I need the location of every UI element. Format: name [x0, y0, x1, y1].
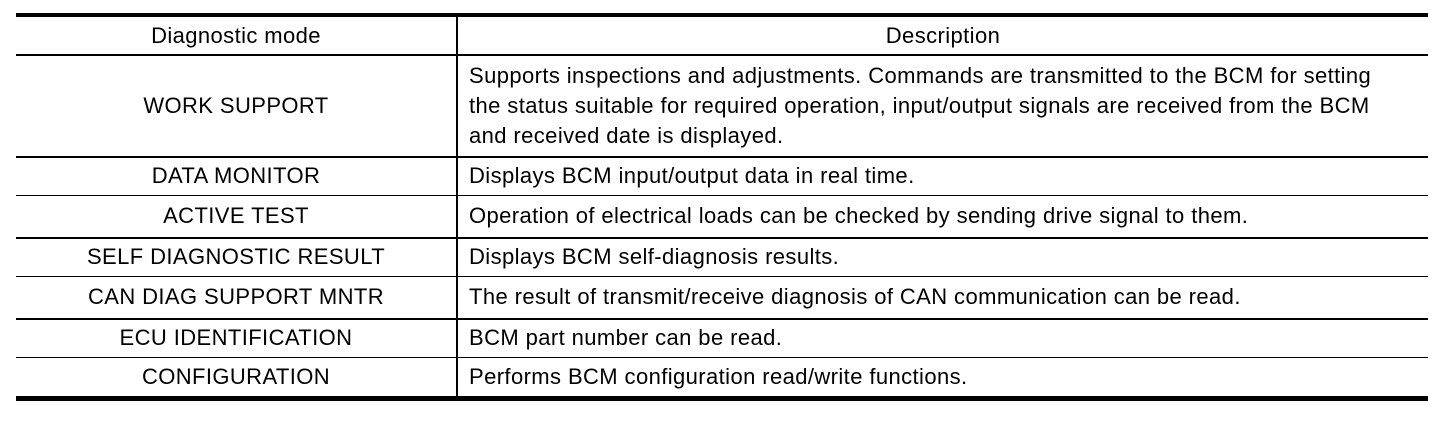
diagnostic-mode-cell: ACTIVE TEST	[16, 195, 458, 239]
table-row-self-diagnostic-result: SELF DIAGNOSTIC RESULT Displays BCM self…	[16, 238, 1428, 277]
table-row-active-test: ACTIVE TEST Operation of electrical load…	[16, 195, 1428, 239]
diagnostic-mode-table: Diagnostic mode Description WORK SUPPORT…	[16, 13, 1428, 401]
description-cell: Displays BCM input/output data in real t…	[457, 157, 1428, 196]
description-cell: The result of transmit/receive diagnosis…	[457, 276, 1428, 320]
column-header-description: Description	[457, 15, 1428, 56]
diagnostic-mode-cell: SELF DIAGNOSTIC RESULT	[16, 238, 458, 277]
description-cell: Performs BCM configuration read/write fu…	[457, 357, 1428, 398]
table-row-data-monitor: DATA MONITOR Displays BCM input/output d…	[16, 157, 1428, 196]
diagnostic-mode-cell: DATA MONITOR	[16, 157, 458, 196]
diagnostic-mode-cell: ECU IDENTIFICATION	[16, 319, 458, 358]
description-cell: Operation of electrical loads can be che…	[457, 195, 1428, 239]
column-header-diagnostic-mode: Diagnostic mode	[16, 15, 458, 56]
table-row-ecu-identification: ECU IDENTIFICATION BCM part number can b…	[16, 319, 1428, 358]
table-row-work-support: WORK SUPPORT Supports inspections and ad…	[16, 55, 1428, 158]
diagnostic-mode-cell: WORK SUPPORT	[16, 55, 458, 158]
table-row-can-diag-support-mntr: CAN DIAG SUPPORT MNTR The result of tran…	[16, 276, 1428, 320]
diagnostic-mode-cell: CAN DIAG SUPPORT MNTR	[16, 276, 458, 320]
table-row-configuration: CONFIGURATION Performs BCM configuration…	[16, 357, 1428, 398]
diagnostic-mode-cell: CONFIGURATION	[16, 357, 458, 398]
description-cell: BCM part number can be read.	[457, 319, 1428, 358]
table-header-row: Diagnostic mode Description	[16, 15, 1428, 56]
description-cell: Displays BCM self-diagnosis results.	[457, 238, 1428, 277]
description-cell: Supports inspections and adjustments. Co…	[457, 55, 1428, 158]
